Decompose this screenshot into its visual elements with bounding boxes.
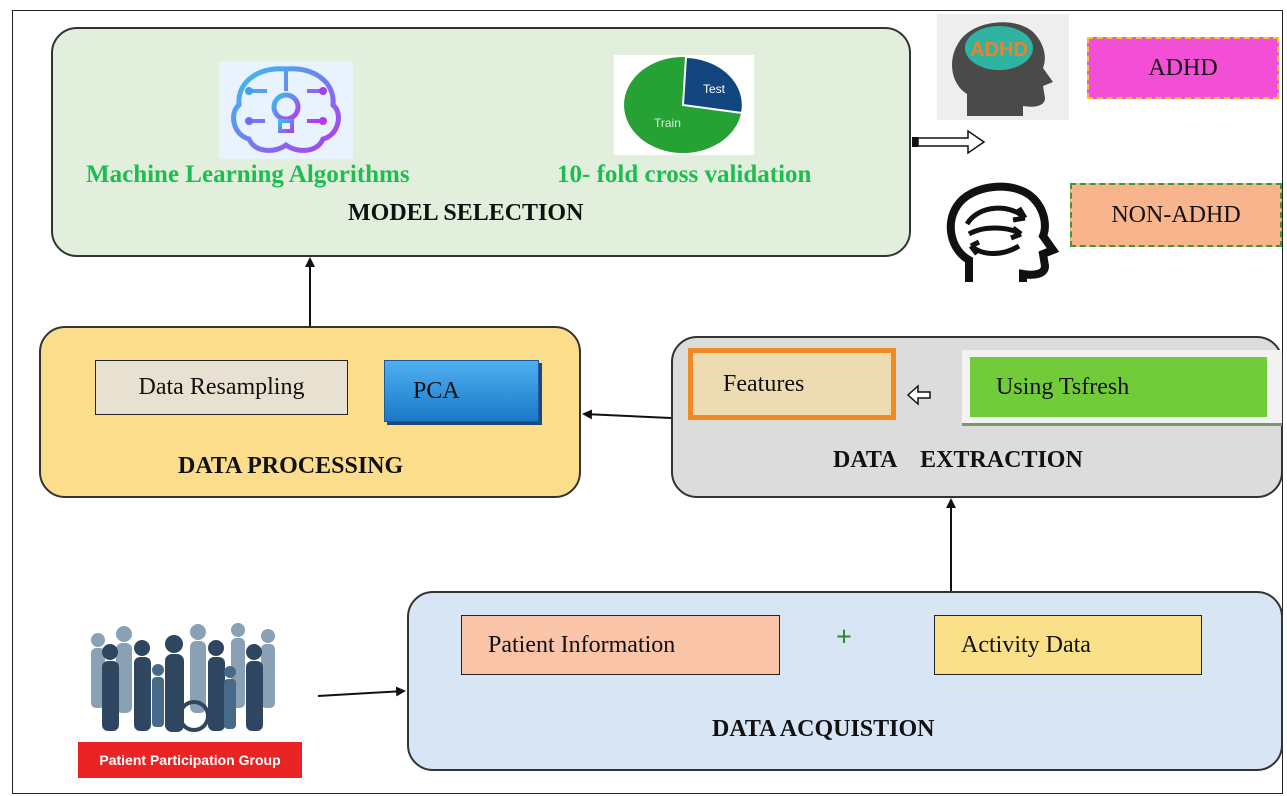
data-resampling-label: Data Resampling [138, 374, 305, 400]
plus-sign: + [836, 622, 852, 653]
adhd-head-icon: ADHD [937, 14, 1069, 120]
non-adhd-output-label: NON-ADHD [1111, 201, 1241, 228]
data-extraction-title: DATA EXTRACTION [833, 447, 1083, 473]
brain-circuit-icon [219, 61, 353, 159]
activity-data-box: Activity Data [934, 615, 1202, 675]
patient-group-label: Patient Participation Group [99, 752, 281, 768]
pie-test-label: Test [703, 82, 726, 96]
activity-data-label: Activity Data [961, 631, 1091, 658]
non-adhd-output-box: NON-ADHD [1070, 183, 1282, 247]
data-resampling-box: Data Resampling [95, 360, 348, 415]
data-acquisition-title: DATA ACQUISTION [712, 716, 935, 742]
data-processing-title: DATA PROCESSING [178, 453, 404, 479]
patient-information-label: Patient Information [488, 631, 676, 658]
tsfresh-label: Using Tsfresh [996, 373, 1130, 400]
pca-label: PCA [413, 377, 460, 404]
patient-information-box: Patient Information [461, 615, 780, 675]
train-test-pie-icon: Test Train [614, 55, 754, 155]
cross-validation-label: 10- fold cross validation [557, 161, 812, 188]
pie-train-label: Train [654, 116, 681, 130]
model-selection-title: MODEL SELECTION [348, 200, 584, 226]
non-adhd-head-icon [946, 182, 1060, 282]
features-label: Features [723, 370, 805, 397]
patient-group-icon [91, 623, 275, 732]
patient-group-label-box: Patient Participation Group [78, 742, 302, 778]
ml-algorithms-label: Machine Learning Algorithms [86, 161, 410, 188]
adhd-head-label: ADHD [970, 39, 1028, 61]
adhd-output-box: ADHD [1087, 37, 1279, 99]
model-selection-panel [51, 27, 911, 257]
tsfresh-inner-box: Using Tsfresh [970, 357, 1267, 417]
adhd-output-label: ADHD [1148, 54, 1218, 81]
pca-box: PCA [384, 360, 539, 422]
features-box: Features [688, 348, 896, 420]
